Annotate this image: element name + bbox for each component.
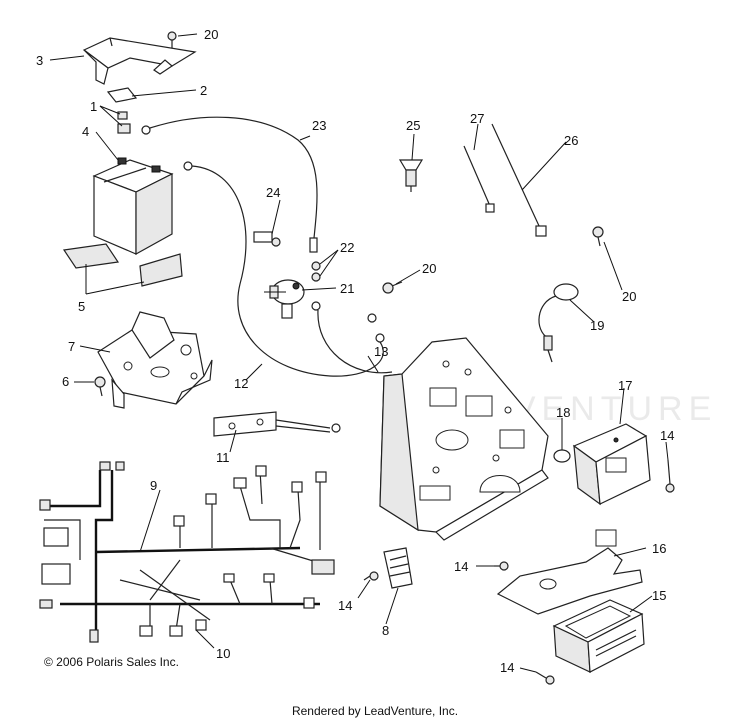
callout-6: 6 bbox=[62, 374, 69, 389]
part-18-washer bbox=[553, 449, 571, 463]
callout-26: 26 bbox=[564, 133, 578, 148]
part-14-screw-right bbox=[665, 459, 675, 493]
callout-23: 23 bbox=[312, 118, 326, 133]
callout-25: 25 bbox=[406, 118, 420, 133]
part-5-pads bbox=[62, 243, 183, 287]
part-24-bolt bbox=[253, 231, 281, 247]
part-16-plate bbox=[496, 529, 643, 615]
part-20-screw-middle bbox=[382, 281, 403, 294]
part-23-cable bbox=[141, 116, 318, 253]
copyright-text: © 2006 Polaris Sales Inc. bbox=[44, 655, 179, 669]
callout-20-top: 20 bbox=[204, 27, 218, 42]
part-19-sensor bbox=[538, 283, 579, 363]
part-14-screw-middle bbox=[494, 561, 509, 571]
part-20-screw-top bbox=[167, 31, 177, 48]
callout-13: 13 bbox=[374, 344, 388, 359]
part-13-cable bbox=[311, 301, 393, 374]
part-14-screw-left bbox=[363, 571, 379, 581]
callout-14-middle: 14 bbox=[454, 559, 468, 574]
callout-labels: 3 20 2 1 4 5 7 6 11 12 13 21 24 22 23 25… bbox=[36, 27, 674, 675]
part-9-harness bbox=[39, 461, 335, 643]
part-20-screw-right bbox=[592, 226, 604, 247]
callout-2: 2 bbox=[200, 83, 207, 98]
part-14-screw-bottom bbox=[535, 671, 555, 685]
callout-27: 27 bbox=[470, 111, 484, 126]
callout-16: 16 bbox=[652, 541, 666, 556]
callout-24: 24 bbox=[266, 185, 280, 200]
callout-14-left: 14 bbox=[338, 598, 352, 613]
callout-7: 7 bbox=[68, 339, 75, 354]
callout-17: 17 bbox=[618, 378, 632, 393]
part-7-battery-box bbox=[97, 311, 213, 409]
part-4-battery bbox=[92, 157, 174, 256]
part-22-nuts bbox=[311, 261, 321, 282]
callout-22: 22 bbox=[340, 240, 354, 255]
part-15-ecu bbox=[552, 599, 645, 673]
part-17-module bbox=[572, 423, 651, 506]
callout-8: 8 bbox=[382, 623, 389, 638]
callout-4: 4 bbox=[82, 124, 89, 139]
leader-lines bbox=[49, 33, 669, 673]
part-2-pad bbox=[106, 87, 138, 103]
part-25-clip bbox=[398, 159, 424, 192]
callout-20-middle: 20 bbox=[422, 261, 436, 276]
callout-18: 18 bbox=[556, 405, 570, 420]
callout-10: 10 bbox=[216, 646, 230, 661]
callout-1: 1 bbox=[90, 99, 97, 114]
part-3-bracket bbox=[82, 37, 197, 85]
part-8-connector bbox=[383, 547, 413, 589]
callout-14-bottom: 14 bbox=[500, 660, 514, 675]
part-21-solenoid bbox=[269, 279, 305, 319]
callout-12: 12 bbox=[234, 376, 248, 391]
callout-19: 19 bbox=[590, 318, 604, 333]
callout-14-right: 14 bbox=[660, 428, 674, 443]
part-1-fasteners bbox=[117, 111, 131, 134]
callout-20-right: 20 bbox=[622, 289, 636, 304]
callout-5: 5 bbox=[78, 299, 85, 314]
part-12-cable bbox=[183, 161, 385, 377]
callout-3: 3 bbox=[36, 53, 43, 68]
callout-21: 21 bbox=[340, 281, 354, 296]
mounting-tower-bracket bbox=[379, 337, 549, 541]
part-27-tie bbox=[463, 145, 495, 213]
callout-9: 9 bbox=[150, 478, 157, 493]
callout-15: 15 bbox=[652, 588, 666, 603]
callout-11: 11 bbox=[216, 450, 230, 465]
part-11-jumper bbox=[213, 411, 341, 437]
rendered-by-text: Rendered by LeadVenture, Inc. bbox=[291, 704, 459, 718]
part-26-tie bbox=[491, 123, 547, 237]
part-6-screw bbox=[94, 376, 106, 397]
